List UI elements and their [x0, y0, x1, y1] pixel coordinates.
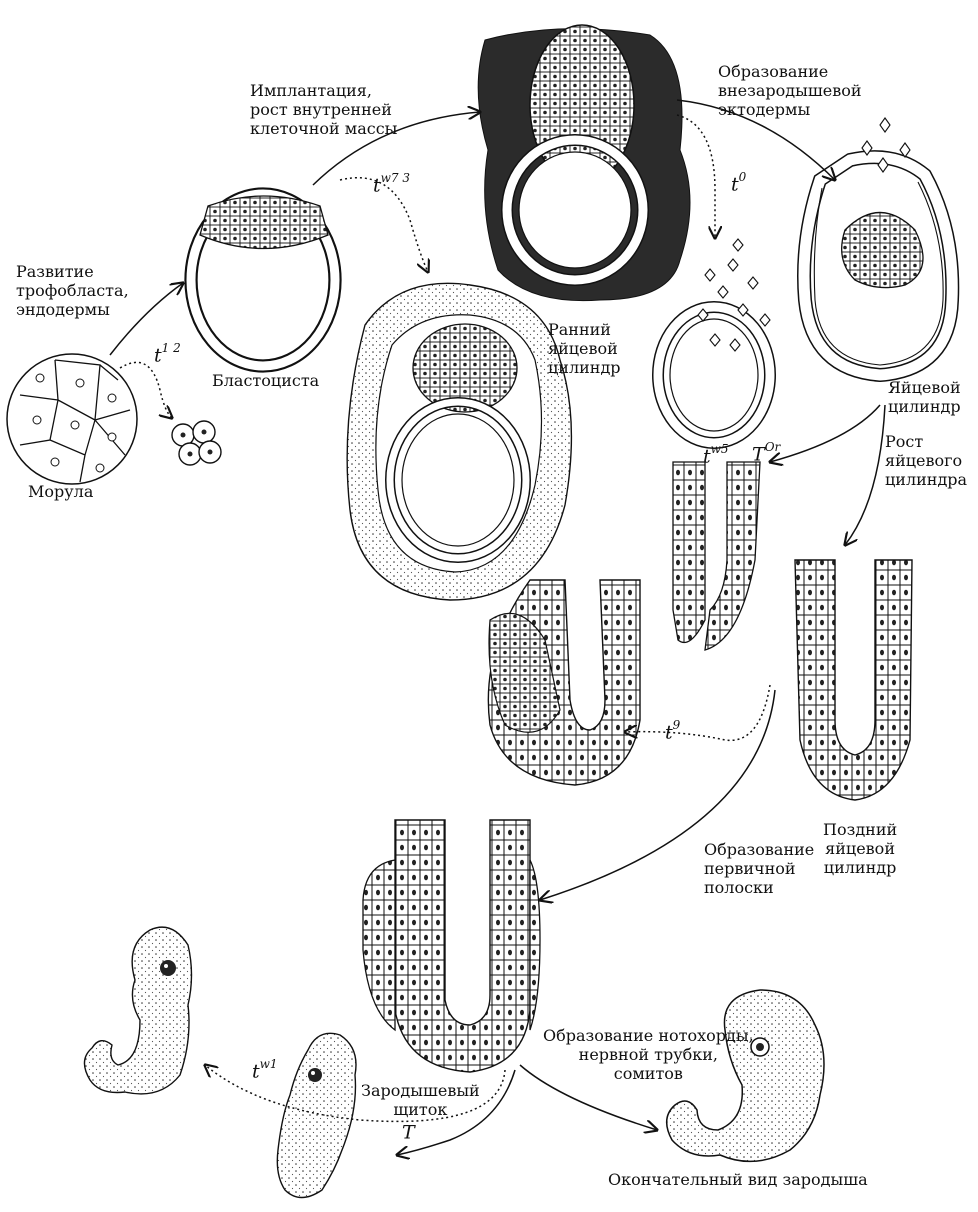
label-early-cylinder: Ранний яйцевой цилиндр — [548, 320, 621, 377]
label-implantation: Имплантация, рост внутренней клеточной м… — [250, 81, 397, 138]
mutation-tw73: tw7 3 — [373, 173, 410, 196]
tw73-arrested-embryo — [347, 283, 571, 600]
blastocyst-drawing — [185, 188, 341, 372]
arrow-late-to-t9 — [625, 685, 770, 740]
mutation-t0: t0 — [731, 172, 746, 195]
label-late-cylinder: Поздний яйцевой цилиндр — [823, 820, 897, 877]
mutation-t12: t1 2 — [154, 343, 181, 366]
label-morula: Морула — [28, 482, 93, 501]
arrow-egg-to-tw5 — [770, 405, 880, 462]
label-final-embryo: Окончательный вид зародыша — [608, 1170, 868, 1189]
embryonic-shield-drawing — [363, 820, 540, 1072]
mutation-T: T — [402, 1120, 415, 1143]
label-primitive-streak: Образование первичной полоски — [704, 840, 814, 897]
label-trophoblast: Развитие трофобласта, эндодермы — [16, 262, 129, 319]
label-notochord: Образование нотохорды, нервной трубки, с… — [543, 1026, 754, 1083]
label-blastocyst: Бластоциста — [212, 371, 319, 390]
early-egg-cylinder-drawing — [478, 25, 690, 301]
T-mutant-embryo — [277, 1033, 356, 1197]
label-egg-cylinder: Яйцевой цилиндр — [888, 378, 961, 416]
label-cylinder-growth: Рост яйцевого цилиндра — [885, 432, 967, 489]
late-egg-cylinder-drawing — [795, 560, 912, 800]
t12-arrested-embryo — [172, 421, 221, 465]
tw5-TOr-arrested-embryo — [673, 462, 760, 650]
mutation-tw5: tw5 — [703, 444, 729, 467]
morula-drawing — [7, 354, 137, 484]
arrow-egg-to-late — [845, 405, 885, 545]
mutation-tw1: tw1 — [252, 1059, 278, 1082]
label-embryonic-shield: Зародышевый щиток — [361, 1081, 480, 1119]
t9-arrested-embryo — [488, 580, 640, 785]
tw1-arrested-embryo — [84, 927, 191, 1094]
label-extraembryonic: Образование внезародышевой эктодермы — [718, 62, 862, 119]
mutation-t9: t9 — [665, 720, 680, 743]
mutation-TOr: TOr — [752, 442, 780, 465]
egg-cylinder-drawing — [804, 118, 952, 375]
